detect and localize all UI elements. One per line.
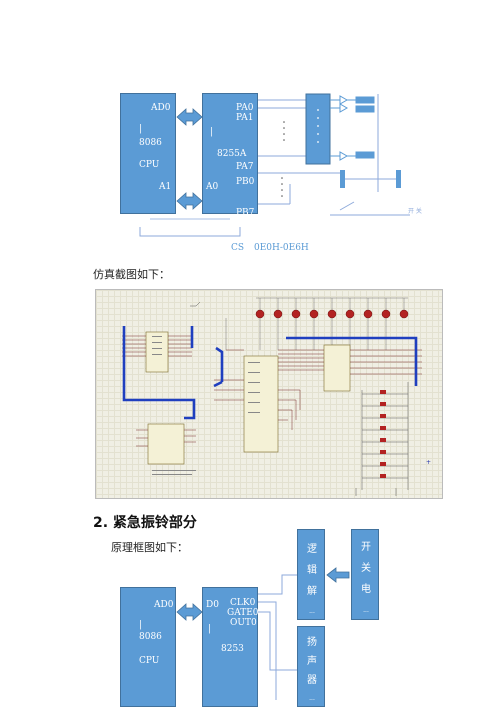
cpu-bar: | bbox=[139, 124, 143, 134]
cpu-name: 8086 bbox=[139, 138, 162, 148]
timer-bar: | bbox=[208, 624, 212, 634]
switch-char-1: 开 bbox=[361, 542, 371, 553]
diagram1-wiring: 开 关 bbox=[139, 93, 422, 237]
switch-power-block: 开 关 电 ... bbox=[351, 529, 379, 620]
cpu2-ad0-label: AD0 bbox=[154, 600, 174, 610]
ppi-pa1-label: PA1 bbox=[236, 113, 254, 123]
timer-out0-label: OUT0 bbox=[230, 618, 257, 628]
timer-clk0-label: CLK0 bbox=[230, 598, 256, 608]
logic-char-2: 辑 bbox=[307, 565, 317, 576]
ppi-name: 8255A bbox=[217, 149, 247, 159]
switch-column bbox=[361, 382, 409, 490]
ppi-pb7-label: PB7 bbox=[236, 208, 255, 218]
led-row bbox=[255, 309, 409, 319]
switch-char-2: 关 bbox=[361, 563, 371, 574]
simulation-screenshot: + bbox=[95, 289, 443, 499]
timer-d0-label: D0 bbox=[206, 600, 219, 610]
logic-char-1: 逻 bbox=[307, 544, 317, 555]
cpu2-name: 8086 bbox=[139, 632, 162, 642]
timer-gate0-label: GATE0 bbox=[227, 608, 259, 618]
ppi-pb0-label: PB0 bbox=[236, 177, 255, 187]
speaker-char-3: 器 bbox=[307, 675, 317, 686]
logic-block: 逻 辑 解 ... bbox=[297, 529, 325, 620]
cpu2-bar: | bbox=[139, 620, 143, 630]
speaker-char-4: ... bbox=[309, 695, 315, 702]
logic-char-3: 解 bbox=[307, 586, 317, 597]
simulation-caption: 仿真截图如下： bbox=[93, 268, 170, 281]
chip-u4 bbox=[323, 344, 351, 392]
chip-8255 bbox=[243, 355, 279, 453]
cpu2-label: CPU bbox=[139, 656, 160, 666]
arrow-switch-to-logic bbox=[326, 567, 350, 583]
cpu-a1-label: A1 bbox=[159, 182, 172, 192]
ppi-pa7-label: PA7 bbox=[236, 162, 254, 172]
block-diagram-caption: 原理框图如下： bbox=[111, 541, 188, 554]
double-arrow-cpu-timer bbox=[176, 603, 203, 621]
switch-char-4: ... bbox=[363, 607, 369, 614]
cpu-block: AD0 | 8086 CPU A1 bbox=[120, 93, 176, 214]
ppi-8255-block: PA0 PA1 | 8255A PA7 PB0 A0 PB7 bbox=[202, 93, 258, 218]
diagram2-wiring bbox=[176, 567, 350, 700]
chip-u1 bbox=[147, 423, 185, 465]
double-arrow-top bbox=[176, 108, 203, 126]
data-bus bbox=[122, 326, 418, 420]
ppi-bar: | bbox=[210, 127, 214, 137]
speaker-char-1: 扬 bbox=[307, 637, 317, 648]
cpu-block-2: AD0 | 8086 CPU bbox=[120, 587, 176, 707]
cpu-label: CPU bbox=[139, 160, 160, 170]
section-heading-emergency-ring: 2. 紧急振铃部分 bbox=[93, 515, 197, 531]
cs-label: CS bbox=[231, 243, 245, 253]
chip-u2 bbox=[145, 331, 169, 373]
schematic-canvas: + bbox=[122, 297, 431, 496]
address-range-label: 0E0H-0E6H bbox=[254, 243, 309, 253]
switch-char-3: 电 bbox=[361, 584, 371, 595]
led-driver-1 bbox=[330, 95, 375, 161]
address-bracket bbox=[139, 227, 241, 237]
timer-name: 8253 bbox=[221, 644, 244, 654]
ppi-pa0-label: PA0 bbox=[236, 103, 254, 113]
speaker-char-2: 声 bbox=[307, 656, 317, 667]
ppi-a0-label: A0 bbox=[206, 182, 219, 192]
timer-8253-block: D0 CLK0 GATE0 OUT0 | 8253 bbox=[202, 587, 259, 707]
svg-text:+: + bbox=[426, 459, 431, 466]
cpu-ad0-label: AD0 bbox=[151, 103, 171, 113]
double-arrow-bottom bbox=[176, 192, 203, 210]
logic-char-4: ... bbox=[309, 608, 315, 615]
switch-label: 开 关 bbox=[408, 207, 422, 215]
